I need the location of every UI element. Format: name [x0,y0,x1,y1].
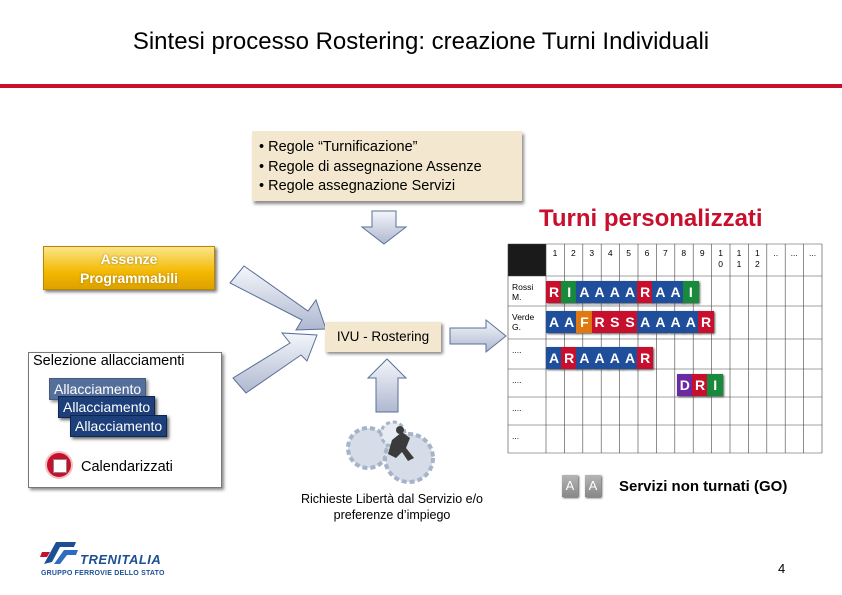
roster-cell: I [707,374,724,396]
rules-box: • Regole “Turnificazione” • Regole di as… [252,131,522,201]
column-header: 2 [571,248,576,258]
roster-cell: R [637,347,654,369]
column-header: 7 [663,248,668,258]
go-cell: A [585,475,601,497]
roster-cell: A [606,281,623,303]
calendarizzati-label: Calendarizzati [81,459,173,475]
roster-cell: A [606,347,623,369]
assenze-label: Assenze [100,251,158,267]
page-number: 4 [778,561,786,576]
column-header: 1 0 [718,248,723,269]
column-header: 4 [607,248,613,258]
roster-cell: D [676,374,693,396]
row-label: ... [512,431,520,441]
roster-cell: A [546,311,562,333]
calendar-icon [45,451,73,479]
row-label: .... [512,403,522,413]
row-label: Rossi M. [512,282,534,302]
roster-cell: S [622,311,638,333]
row-label: Verde G. [512,312,535,332]
richieste-line: Richieste Libertà dal Servizio e/o [300,492,484,506]
column-header: 1 1 [736,248,742,269]
column-header: 6 [644,248,650,258]
roster-cell: F [576,311,593,333]
roster-cell: R [591,311,608,333]
column-header: 1 2 [755,248,760,269]
row-label: .... [512,345,522,355]
roster-cell: A [591,281,608,303]
roster-cell: S [606,311,623,333]
allacciamento-card: Allacciamento [58,396,156,418]
richieste-label: Richieste Libertà dal Servizio e/o prefe… [272,491,512,523]
column-header: ... [809,248,817,258]
column-header: 3 [589,248,595,258]
roster-cell: A [652,281,669,303]
ivu-rostering-box: IVU - Rostering [325,322,441,352]
rule-item: • Regole di assegnazione Assenze [259,158,482,175]
column-header: .. [773,248,779,258]
roster-cell: A [622,281,638,303]
arrow-diagonal [229,265,327,331]
gears-icon [346,420,435,484]
roster-cell: A [622,347,638,369]
roster-cell: R [698,311,714,333]
column-header: 5 [626,248,631,258]
programmabili-label: Programmabili [79,270,179,286]
roster-cell: A [546,347,562,369]
arrow-down [360,210,408,245]
arrow-diagonal [232,332,318,394]
turni-title: Turni personalizzati [539,205,763,232]
roster-cell: R [546,281,562,303]
trenitalia-logo-icon [40,542,78,564]
roster-cell: I [682,281,699,303]
rule-item: • Regole assegnazione Servizi [259,178,456,194]
roster-cell: A [561,311,578,333]
logo-group: GRUPPO FERROVIE DELLO STATO [41,570,165,577]
assenze-programmabili-box: Assenze Programmabili [43,246,215,290]
arrow-right [449,318,507,354]
arrow-up [366,358,408,413]
column-header: 9 [699,248,705,258]
roster-cell: R [561,347,578,369]
roster-cell: A [652,311,669,333]
selezione-title: Selezione allacciamenti [33,353,185,369]
header-corner-cell [508,244,546,276]
roster-cell: A [682,311,699,333]
column-header: 8 [681,248,687,258]
roster-cell: A [637,311,654,333]
go-cell: A [562,475,578,497]
richieste-line: preferenze d’impiego [333,508,451,522]
roster-cell: A [576,347,593,369]
title-divider [0,84,842,88]
column-header: 1 [552,248,558,258]
logo-name: TRENITALIA [80,552,162,567]
roster-cell: R [637,281,654,303]
allacciamento-card: Allacciamento [49,378,147,400]
page-title: Sintesi processo Rostering: creazione Tu… [132,28,710,55]
rule-item: • Regole “Turnificazione” [259,139,418,155]
allacciamento-card: Allacciamento [70,415,168,437]
roster-cell: I [561,281,578,303]
servizi-non-turnati-label: Servizi non turnati (GO) [619,478,788,495]
roster-cell: A [667,311,684,333]
roster-cell: A [667,281,684,303]
roster-cell: A [576,281,593,303]
column-header: ... [790,248,798,258]
roster-cell: A [591,347,608,369]
roster-cell: R [692,374,708,396]
row-label: .... [512,375,522,385]
